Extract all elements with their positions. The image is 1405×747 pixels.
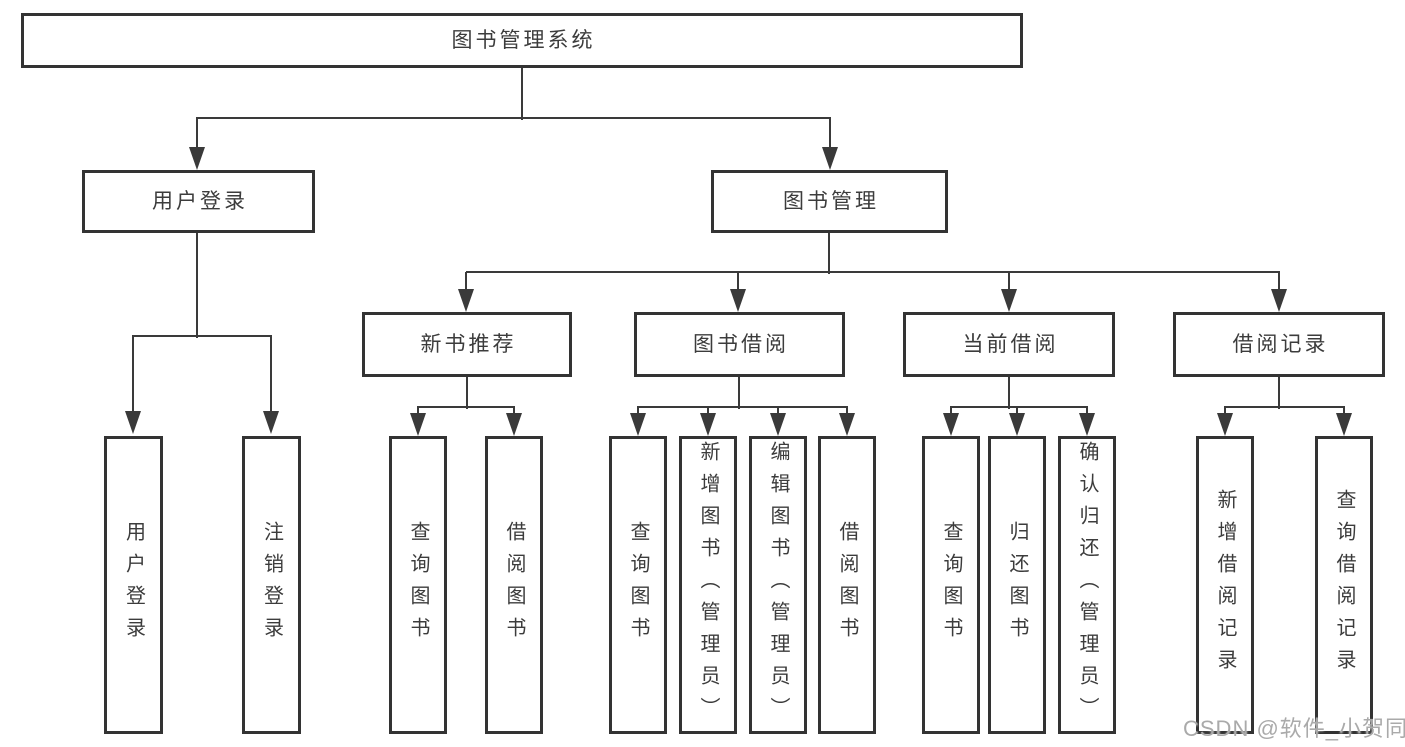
connector-line [196, 233, 198, 338]
connector-line [829, 118, 831, 149]
connector-line [466, 376, 468, 409]
connector-line [1016, 407, 1018, 415]
connector-line [513, 407, 515, 415]
arrowhead-down [1079, 413, 1095, 436]
arrowhead-down [1271, 289, 1287, 312]
leaf-query-books-recommend-label: 查询图书 [407, 521, 429, 649]
leaf-user-login: 用户登录 [104, 436, 163, 734]
connector-line [132, 335, 272, 337]
node-user-login: 用户登录 [82, 170, 315, 233]
node-book-borrowing-label: 图书借阅 [693, 333, 789, 356]
node-user-login-label: 用户登录 [152, 190, 248, 213]
connector-line [466, 271, 1280, 273]
arrowhead-down [189, 147, 205, 170]
connector-line [950, 406, 1088, 408]
connector-line [737, 272, 739, 291]
node-borrowing-records-label: 借阅记录 [1232, 333, 1329, 356]
leaf-query-books-borrowing-label: 查询图书 [627, 521, 649, 649]
connector-line [637, 407, 639, 415]
arrowhead-down [700, 413, 716, 436]
leaf-add-borrow-record: 新增借阅记录 [1196, 436, 1254, 734]
node-new-book-recommendation: 新书推荐 [362, 312, 572, 377]
arrowhead-down [822, 147, 838, 170]
connector-line [637, 406, 848, 408]
connector-line [196, 117, 831, 119]
leaf-logout-label: 注销登录 [260, 521, 283, 649]
connector-line [1008, 376, 1010, 409]
node-new-book-recommendation-label: 新书推荐 [420, 333, 517, 356]
arrowhead-down [506, 413, 522, 436]
leaf-confirm-return-admin-label: 确认归还（管理员） [1076, 441, 1098, 729]
node-current-borrowing-label: 当前借阅 [962, 333, 1059, 356]
leaf-query-books-recommend: 查询图书 [389, 436, 447, 734]
connector-line [1224, 407, 1226, 415]
node-book-management-label: 图书管理 [783, 190, 879, 213]
connector-line [270, 336, 272, 413]
arrowhead-down [410, 413, 426, 436]
arrowhead-down [839, 413, 855, 436]
connector-line [828, 233, 830, 274]
connector-line [1224, 406, 1345, 408]
arrowhead-down [770, 413, 786, 436]
arrowhead-down [630, 413, 646, 436]
leaf-return-books: 归还图书 [988, 436, 1046, 734]
leaf-borrow-books-borrowing-label: 借阅图书 [836, 521, 858, 649]
connector-line [132, 336, 134, 413]
leaf-query-borrow-record: 查询借阅记录 [1315, 436, 1373, 734]
leaf-borrow-books-recommend-label: 借阅图书 [503, 521, 525, 649]
leaf-add-books-admin: 新增图书（管理员） [679, 436, 737, 734]
node-book-management: 图书管理 [711, 170, 948, 233]
leaf-edit-books-admin: 编辑图书（管理员） [749, 436, 807, 734]
connector-line [417, 406, 515, 408]
node-current-borrowing: 当前借阅 [903, 312, 1115, 377]
arrowhead-down [943, 413, 959, 436]
connector-line [950, 407, 952, 415]
connector-line [846, 407, 848, 415]
connector-line [417, 407, 419, 415]
leaf-borrow-books-borrowing: 借阅图书 [818, 436, 876, 734]
leaf-add-books-admin-label: 新增图书（管理员） [697, 441, 719, 729]
connector-line [1008, 272, 1010, 291]
connector-line [777, 407, 779, 415]
leaf-query-books-current: 查询图书 [922, 436, 980, 734]
connector-line [196, 118, 198, 149]
node-borrowing-records: 借阅记录 [1173, 312, 1385, 377]
connector-line [465, 272, 467, 291]
arrowhead-down [1336, 413, 1352, 436]
connector-line [707, 407, 709, 415]
leaf-query-books-borrowing: 查询图书 [609, 436, 667, 734]
arrowhead-down [1009, 413, 1025, 436]
leaf-edit-books-admin-label: 编辑图书（管理员） [767, 441, 789, 729]
arrowhead-down [730, 289, 746, 312]
arrowhead-down [1001, 289, 1017, 312]
arrowhead-down [263, 411, 279, 434]
arrowhead-down [125, 411, 141, 434]
connector-line [1278, 272, 1280, 291]
leaf-confirm-return-admin: 确认归还（管理员） [1058, 436, 1116, 734]
leaf-user-login-label: 用户登录 [122, 521, 145, 649]
node-book-borrowing: 图书借阅 [634, 312, 845, 377]
leaf-logout: 注销登录 [242, 436, 301, 734]
watermark: CSDN @软件_小贺同学 [1183, 716, 1405, 741]
node-library-system: 图书管理系统 [21, 13, 1023, 68]
connector-line [1343, 407, 1345, 415]
connector-line [738, 376, 740, 409]
arrowhead-down [458, 289, 474, 312]
leaf-add-borrow-record-label: 新增借阅记录 [1214, 489, 1236, 681]
arrowhead-down [1217, 413, 1233, 436]
node-library-system-label: 图书管理系统 [451, 29, 596, 52]
leaf-query-borrow-record-label: 查询借阅记录 [1333, 489, 1355, 681]
leaf-return-books-label: 归还图书 [1006, 521, 1028, 649]
connector-line [1086, 407, 1088, 415]
leaf-query-books-current-label: 查询图书 [940, 521, 962, 649]
connector-line [1278, 376, 1280, 409]
leaf-borrow-books-recommend: 借阅图书 [485, 436, 543, 734]
connector-line [521, 68, 523, 120]
